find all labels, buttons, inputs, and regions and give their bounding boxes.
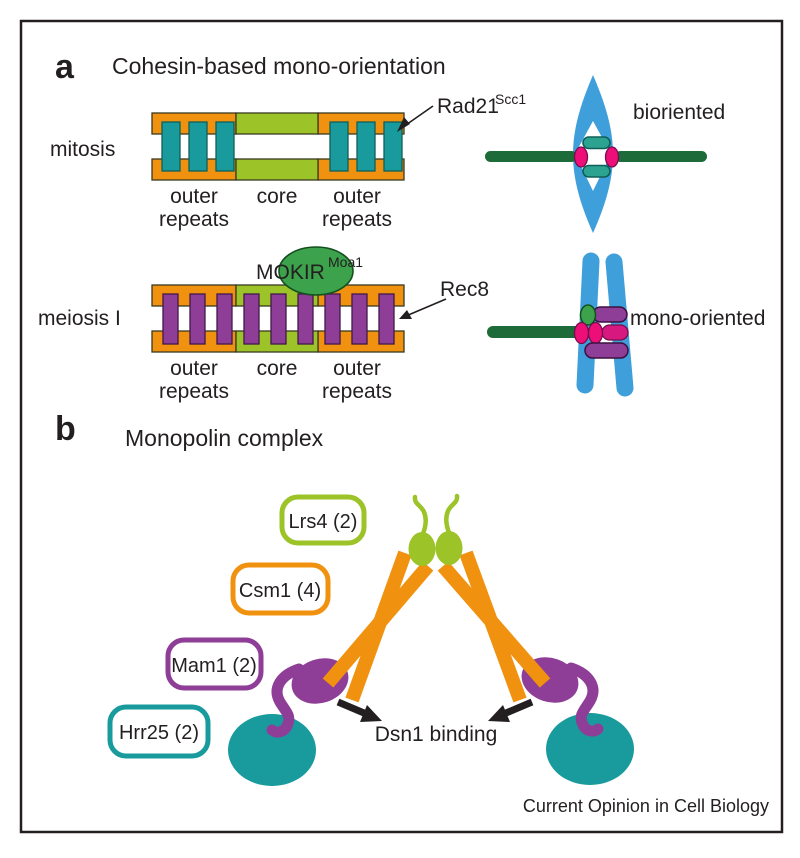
legend-label-hrr25: Hrr25 (2) [119, 722, 199, 744]
microtubule-left [485, 151, 577, 162]
panel-a-letter: a [55, 48, 75, 86]
legend-badge-lrs4 [279, 494, 367, 546]
rad21-cohesin-bars [161, 121, 403, 172]
rad21-arrow-head [397, 117, 410, 132]
legend-label-lrs4: Lrs4 (2) [289, 511, 358, 533]
meiosis-outer-left-label: outer [170, 357, 218, 380]
journal-credit: Current Opinion in Cell Biology [523, 796, 769, 816]
rad21-superscript: Scc1 [495, 91, 526, 107]
rec8-annotation: Rec8 [399, 278, 489, 319]
panel-b: b Monopolin complex Lrs4 (2) Csm1 (4) Ma… [55, 410, 634, 786]
kinetochore-mono-right [587, 321, 604, 345]
mitosis-outer-right-label: outer [333, 185, 381, 208]
monopolin-complex: Dsn1 binding [228, 493, 634, 786]
panel-b-title: Monopolin complex [125, 425, 324, 451]
csm1-arms [322, 550, 551, 703]
microtubule-right [615, 151, 707, 162]
figure-border [19, 19, 784, 834]
kinetochore-capsule [601, 324, 629, 341]
legend: Lrs4 (2) Csm1 (4) Mam1 (2) Hrr25 (2) [107, 494, 367, 759]
mitosis-core-label: core [257, 185, 298, 208]
kinetochore-right [604, 146, 620, 168]
mono-oriented-label: mono-oriented [630, 307, 765, 330]
panel-a-title: Cohesin-based mono-orientation [112, 53, 446, 79]
mokir-ellipse [278, 246, 354, 296]
meiosis-outer-right-label2: repeats [322, 380, 392, 403]
mam1-tails [266, 662, 604, 738]
hrr25-globe-right [546, 713, 634, 785]
dsn1-annotation: Dsn1 binding [336, 698, 534, 746]
rec8-cohesin-bars [162, 293, 395, 345]
kinetochore-left [573, 146, 589, 168]
kinetochore-mono-left [573, 321, 590, 345]
rec8-label: Rec8 [440, 278, 489, 301]
legend-badge-mam1 [165, 637, 264, 691]
meiosis-core-label: core [257, 357, 298, 380]
panel-b-letter: b [55, 410, 76, 448]
bioriented-label: bioriented [633, 101, 725, 124]
bioriented-chromosome: bioriented [485, 75, 725, 233]
microtubule-mono [487, 326, 582, 338]
dsn1-binding-label: Dsn1 binding [375, 723, 498, 746]
rec8-capsule-top [592, 306, 628, 323]
meiosis-outer-left-label2: repeats [159, 380, 229, 403]
mitosis-rail: outer repeats core outer repeats [151, 112, 405, 231]
row-label-meiosis: meiosis I [38, 307, 121, 330]
mokir-oval-small [579, 304, 597, 326]
rec8-arrow-head [399, 310, 412, 319]
dsn1-arrow-left-shaft [336, 698, 366, 717]
meiosis-outer-right-label: outer [333, 357, 381, 380]
cohesin-ring-bottom [582, 164, 611, 178]
mitosis-outer-right-label2: repeats [322, 208, 392, 231]
lrs4-squiggles [412, 493, 460, 539]
legend-label-mam1: Mam1 (2) [171, 655, 257, 677]
rad21-label: Rad21 [437, 95, 499, 118]
row-label-mitosis: mitosis [50, 138, 115, 161]
mono-oriented-chromosome: mono-oriented [487, 252, 765, 397]
dsn1-arrow-left-head [360, 705, 382, 722]
rec8-arrow-line [405, 298, 447, 317]
dsn1-arrow-right-head [488, 705, 510, 722]
mitosis-outer-left-label: outer [170, 185, 218, 208]
mitosis-outer-left-label2: repeats [159, 208, 229, 231]
rad21-annotation: Rad21 Scc1 [397, 91, 526, 132]
legend-label-csm1: Csm1 (4) [239, 580, 321, 602]
lrs4-head-right [435, 531, 463, 565]
mokir-superscript: Moa1 [328, 254, 363, 270]
meiosis-rail: MOKIR Moa1 outer repeats core outer repe… [151, 246, 405, 403]
rec8-capsule-bottom [584, 342, 629, 359]
hrr25-globe-left [228, 714, 316, 786]
lrs4-head-left [408, 532, 436, 566]
legend-badge-csm1 [230, 562, 331, 616]
mokir-label: MOKIR [256, 261, 325, 284]
legend-badge-hrr25 [107, 704, 211, 759]
mitosis-core-blocks [235, 112, 319, 181]
cohesin-ring-top [582, 136, 611, 150]
dsn1-arrow-right-shaft [504, 698, 534, 717]
panel-a: a Cohesin-based mono-orientation mitosis… [38, 48, 765, 403]
